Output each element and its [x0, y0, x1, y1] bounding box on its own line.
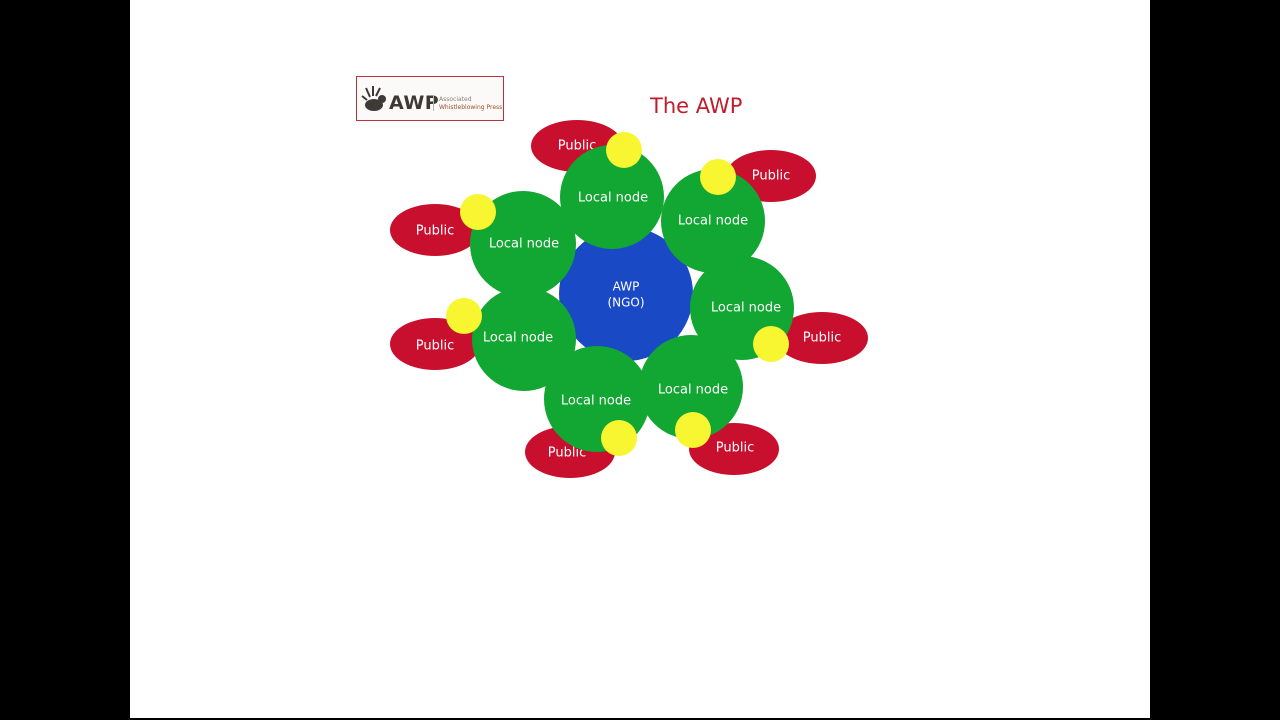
- local-node: Local node: [472, 287, 576, 391]
- local-node: Local node: [661, 169, 765, 273]
- public-label: Public: [548, 446, 586, 461]
- connector-dot: [446, 298, 482, 334]
- local-node-label: Local node: [658, 383, 728, 398]
- public-label: Public: [416, 339, 454, 354]
- public-node: Public: [776, 312, 868, 364]
- local-node-label: Local node: [483, 331, 553, 346]
- local-node: Local node: [639, 335, 743, 439]
- slide-title: The AWP: [650, 94, 743, 118]
- connector-dot: [675, 412, 711, 448]
- public-node: Public: [390, 204, 480, 256]
- awp-ngo-center: AWP (NGO): [559, 227, 693, 361]
- logo-subtitle-line1: Associated: [439, 96, 472, 103]
- connector-dot: [460, 194, 496, 230]
- logo-wordmark: AWP: [389, 92, 440, 114]
- connector-dot: [601, 420, 637, 456]
- local-node-label: Local node: [578, 191, 648, 206]
- public-label: Public: [716, 441, 754, 456]
- connector-dot: [606, 132, 642, 168]
- public-label: Public: [752, 169, 790, 184]
- local-node: Local node: [560, 145, 664, 249]
- logo-subtitle-line2: Whistleblowing Press: [439, 104, 503, 111]
- local-node-label: Local node: [561, 394, 631, 409]
- local-node-label: Local node: [489, 237, 559, 252]
- connector-dot: [753, 326, 789, 362]
- local-node: Local node: [470, 191, 576, 297]
- local-node-label: Local node: [678, 214, 748, 229]
- awp-logo-mark-icon: [361, 86, 386, 111]
- public-label: Public: [416, 224, 454, 239]
- center-label-line2: (NGO): [607, 296, 644, 310]
- public-label: Public: [558, 139, 596, 154]
- connector-dot: [700, 159, 736, 195]
- logo-divider: [433, 95, 434, 111]
- awp-logo: AWP Associated Whistleblowing Press: [356, 76, 504, 121]
- public-label: Public: [803, 331, 841, 346]
- center-label-line1: AWP: [613, 280, 640, 294]
- public-node: Public: [689, 423, 779, 475]
- local-node-label: Local node: [711, 301, 781, 316]
